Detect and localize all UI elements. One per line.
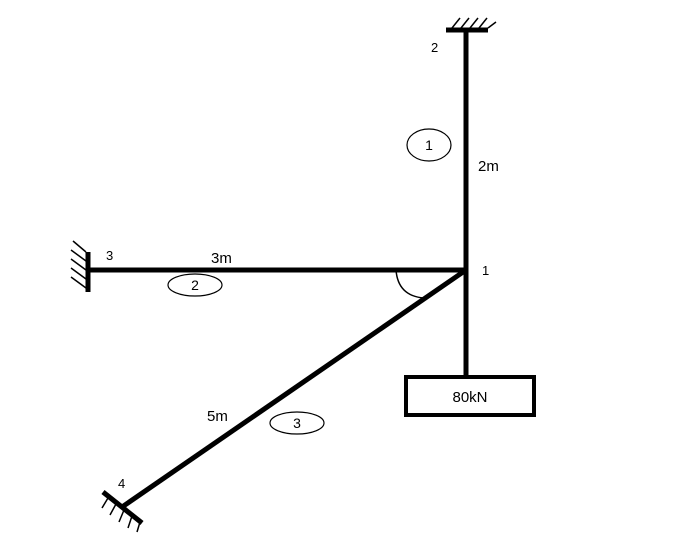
load-box	[404, 375, 536, 417]
member-3-length: 5m	[207, 408, 228, 425]
load-label: 80kN	[452, 389, 487, 406]
member-2-marker: 2	[167, 273, 223, 297]
member-1-length: 2m	[478, 158, 499, 175]
member-1-marker: 1	[406, 128, 452, 162]
fixed-support-node-3	[70, 240, 91, 292]
node-label-2: 2	[431, 40, 438, 55]
member-3-number: 3	[293, 415, 301, 431]
fixed-support-node-2	[446, 17, 497, 33]
angle-arc	[395, 269, 425, 299]
node-label-1: 1	[482, 263, 489, 278]
member-3	[120, 267, 468, 510]
member-2-number: 2	[191, 277, 199, 293]
node-label-3: 3	[106, 248, 113, 263]
node-label-4: 4	[118, 476, 125, 491]
member-3-marker: 3	[269, 411, 325, 435]
member-1-number: 1	[425, 137, 433, 153]
member-2-length: 3m	[211, 250, 232, 267]
fixed-support-node-4	[101, 490, 144, 533]
